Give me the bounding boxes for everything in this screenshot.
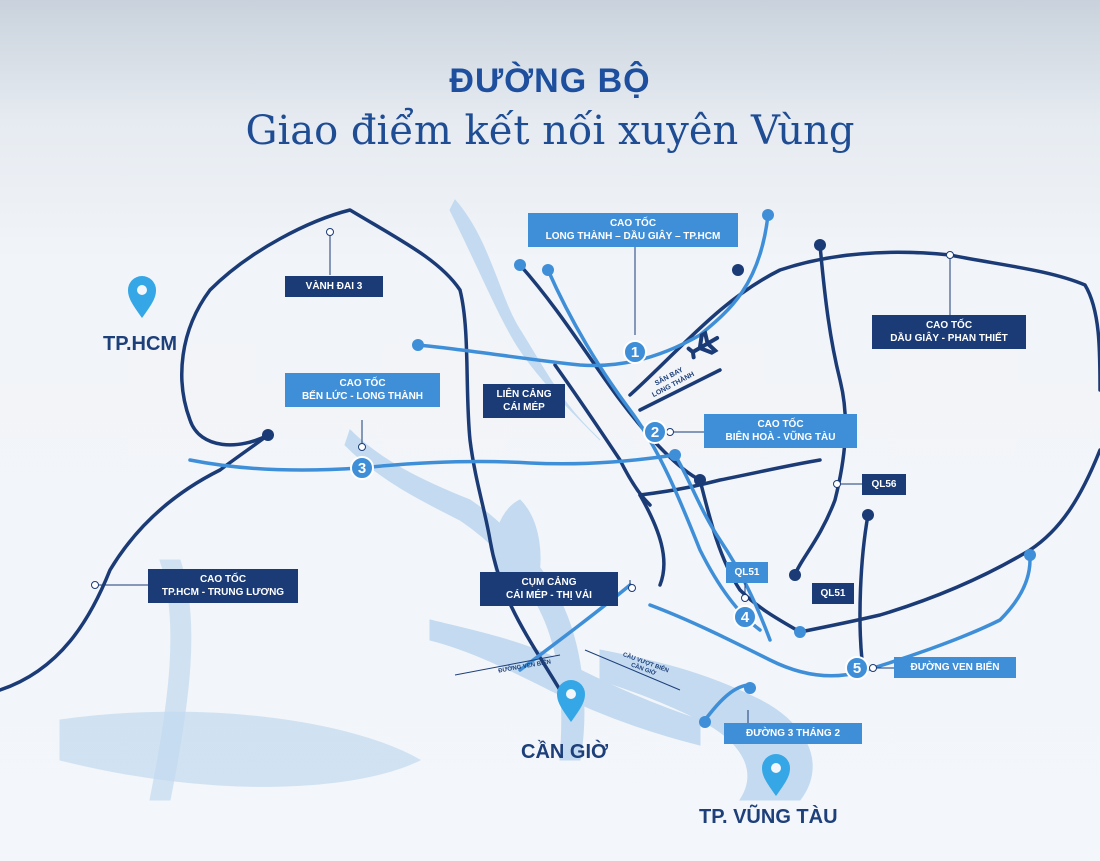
label-duong-ven-bien: ĐƯỜNG VEN BIỂN xyxy=(894,657,1016,678)
pin-vung-tau-icon xyxy=(762,754,790,796)
junction-nodes xyxy=(262,209,1036,728)
marker-2: 2 xyxy=(643,420,667,444)
marker-3-label: 3 xyxy=(358,460,366,477)
label-line: CAO TỐC xyxy=(609,218,657,229)
leader-lines xyxy=(95,232,951,725)
river-dong-nai xyxy=(449,199,601,441)
numbered-markers: 1 2 3 4 5 xyxy=(350,340,869,680)
label-ql56: QL56 xyxy=(862,474,906,495)
marker-4-label: 4 xyxy=(741,609,750,626)
dark-routes xyxy=(0,208,1100,692)
marker-5: 5 xyxy=(845,656,869,680)
route-ql51 xyxy=(698,478,802,634)
marker-2-label: 2 xyxy=(651,424,659,441)
map-subtitle: Giao điểm kết nối xuyên Vùng xyxy=(245,108,855,154)
label-cao-toc-dau-giay-phan-thiet: CAO TỐC DẦU GIÂY - PHAN THIẾT xyxy=(872,315,1026,349)
city-can-gio: CẦN GIỜ xyxy=(521,741,609,763)
marker-3: 3 xyxy=(350,456,374,480)
label-cao-toc-long-thanh-dau-giay: CAO TỐC LONG THÀNH – DẦU GIÂY – TP.HCM xyxy=(528,213,738,247)
river-west xyxy=(149,559,192,801)
bay-ganh-rai xyxy=(599,649,813,801)
route-lt-north xyxy=(518,263,702,482)
route-vanh-dai-3 xyxy=(180,208,562,692)
label-line: CỤM CẢNG xyxy=(521,577,577,588)
route-lien-cang xyxy=(638,458,822,497)
pin-can-gio-icon xyxy=(557,680,585,722)
marker-1-label: 1 xyxy=(631,344,639,361)
label-cao-toc-ben-luc-long-thanh: CAO TỐC BẾN LỨC - LONG THÀNH xyxy=(285,373,440,407)
marker-1: 1 xyxy=(623,340,647,364)
map-title: ĐƯỜNG BỘ xyxy=(449,62,651,100)
label-line: CAO TỐC xyxy=(199,574,247,585)
label-ql51-b: QL51 xyxy=(812,583,854,604)
location-pins xyxy=(128,276,790,796)
label-cao-toc-tphcm-trung-luong: CAO TỐC TP.HCM - TRUNG LƯƠNG xyxy=(148,569,298,603)
route-ql51-south xyxy=(858,513,870,662)
label-line: CAO TỐC xyxy=(925,320,973,331)
route-hcm-trung-luong xyxy=(0,433,270,692)
marker-5-label: 5 xyxy=(853,660,861,677)
label-line: CAO TỐC xyxy=(757,419,804,430)
route-east-coast-link xyxy=(798,448,1100,634)
label-line: LIÊN CẢNG xyxy=(496,389,552,400)
route-cai-mep-thi-vai xyxy=(638,493,666,587)
route-ben-luc-long-thanh xyxy=(188,453,677,472)
label-lien-cang-cai-mep: LIÊN CẢNG CÁI MÉP xyxy=(483,384,565,418)
label-line: LONG THÀNH – DẦU GIÂY – TP.HCM xyxy=(545,231,721,242)
label-line: DẦU GIÂY - PHAN THIẾT xyxy=(890,333,1008,344)
coast-south xyxy=(59,711,422,787)
label-line: CÁI MÉP - THỊ VẢI xyxy=(506,590,592,601)
label-line: BIÊN HOÀ - VŨNG TÀU xyxy=(725,432,836,443)
label-line: CAO TỐC xyxy=(339,378,386,389)
city-tphcm: TP.HCM xyxy=(103,333,178,355)
route-dau-giay-phan-thiet xyxy=(628,250,1100,397)
route-ql56 xyxy=(793,243,848,577)
label-ql51-a: QL51 xyxy=(726,562,768,583)
label-cum-cang-cai-mep-thi-vai: CỤM CẢNG CÁI MÉP - THỊ VẢI xyxy=(480,572,618,606)
label-line: BẾN LỨC - LONG THÀNH xyxy=(301,391,424,402)
city-vung-tau: TP. VŨNG TÀU xyxy=(699,806,838,828)
label-cao-toc-bien-hoa-vung-tau: CAO TỐC BIÊN HOÀ - VŨNG TÀU xyxy=(704,414,857,448)
pin-tphcm-icon xyxy=(128,276,156,318)
marker-4: 4 xyxy=(733,605,757,629)
label-line: CÁI MÉP xyxy=(503,402,545,413)
route-mid-north xyxy=(553,363,652,507)
leader-dots xyxy=(91,228,954,672)
airplane-icon xyxy=(686,330,720,360)
route-east-bh-vt xyxy=(673,453,772,642)
label-vanh-dai-3: VÀNH ĐAI 3 xyxy=(285,276,383,297)
label-duong-3-thang-2: ĐƯỜNG 3 THÁNG 2 xyxy=(724,723,862,744)
route-sb-lt xyxy=(638,368,722,412)
label-line: TP.HCM - TRUNG LƯƠNG xyxy=(161,587,285,598)
route-bien-hoa-vung-tau xyxy=(546,268,762,632)
